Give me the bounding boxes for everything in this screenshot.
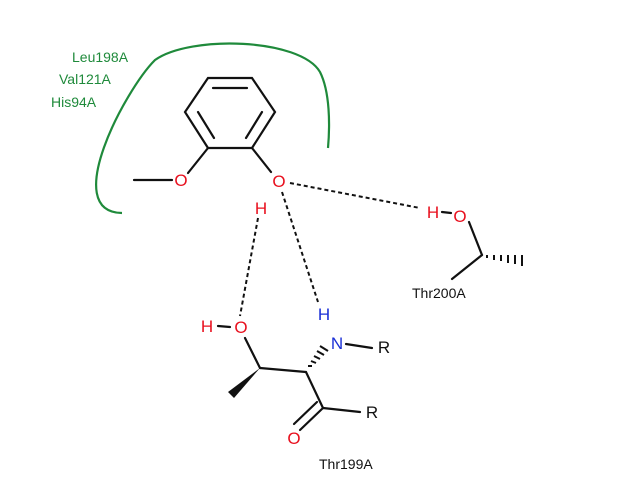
- thr200-cc-bond: [450, 253, 484, 281]
- thr200-hashed-wedge: [486, 255, 523, 266]
- phenol-hydrogen-atom: H: [255, 199, 267, 218]
- thr200-oxygen-atom: O: [453, 207, 466, 226]
- thr199-n-r-bond: [344, 342, 374, 350]
- thr199-amide-hydrogen-atom: H: [318, 305, 330, 324]
- pocket-residue-his94: His94A: [51, 94, 97, 110]
- thr199-carbonyl-oxygen-atom: O: [287, 429, 300, 448]
- thr199-carbonyl-r-group: R: [366, 403, 378, 422]
- phenol-bond: [250, 146, 273, 174]
- hbond-phenolh-thr199-oh: [239, 217, 259, 317]
- hbond-phenol-thr200: [289, 182, 421, 209]
- pocket-residue-val121: Val121A: [59, 71, 112, 87]
- thr199-hydroxyl-hydrogen-atom: H: [201, 317, 213, 336]
- binding-pocket-arc: [95, 42, 331, 215]
- thr199-carbonyl-bond-2: [292, 400, 319, 426]
- thr199-cb-ca-bond: [258, 366, 308, 374]
- thr199-nitrogen-atom: N: [331, 334, 343, 353]
- thr199-label: Thr199A: [319, 456, 373, 472]
- hbond-phenol-thr199-nh: [281, 191, 319, 303]
- thr199-solid-wedge: [228, 368, 260, 398]
- thr199-hydroxyl-oxygen-atom: O: [234, 318, 247, 337]
- thr200-hydrogen-atom: H: [427, 203, 439, 222]
- thr199-oh-bond: [216, 324, 232, 329]
- methoxy-bond-ring: [186, 146, 210, 175]
- thr199-c-r-bond: [321, 406, 362, 414]
- thr199-o-c-bond: [243, 336, 262, 370]
- thr200-label: Thr200A: [412, 285, 466, 301]
- phenol-oxygen-atom: O: [272, 172, 285, 191]
- pocket-residue-leu198: Leu198A: [72, 49, 129, 65]
- thr200-co-bond: [467, 220, 484, 257]
- thr199-hashed-wedge: [308, 345, 329, 367]
- thr200-oh-bond: [440, 210, 453, 215]
- benzene-ring: [183, 76, 277, 150]
- thr199-ca-c-bond: [304, 370, 325, 410]
- thr199-carbonyl-bond-1: [298, 406, 325, 432]
- thr199-n-r-group: R: [378, 338, 390, 357]
- methoxy-oxygen-atom: O: [174, 171, 187, 190]
